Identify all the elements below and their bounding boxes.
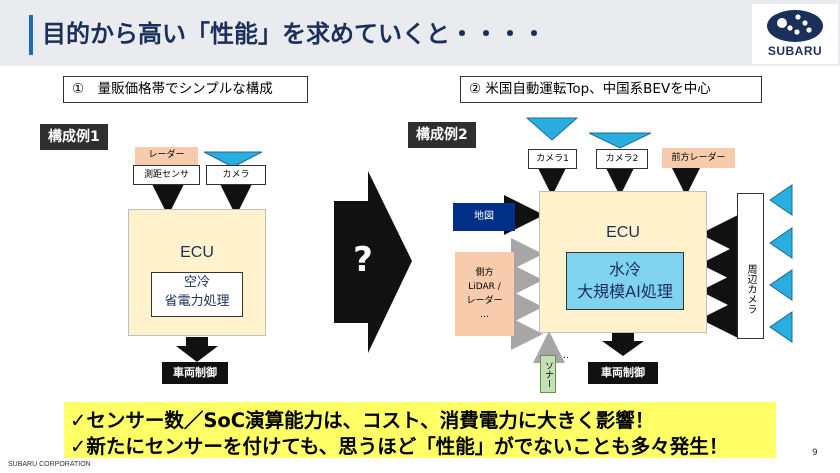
right-subtitle: ② 米国自動運転Top、中国系BEVを中心 [460, 76, 762, 103]
summary-line-2: ✓新たにセンサーを付けても、思うほど「性能」がでないことも多々発生！ [70, 435, 729, 458]
slide-header [0, 0, 840, 66]
camera2-box: カメラ2 [596, 149, 648, 169]
summary-line-1: ✓センサー数／SoC演算能力は、コスト、消費電力に大きく影響！ [70, 409, 655, 432]
peripheral-camera-box: 周辺カメラ [737, 193, 764, 339]
left-radar-label: レーダー [135, 147, 198, 165]
summary-banner [64, 402, 776, 458]
left-output-arrow [176, 337, 218, 362]
subaru-logo: SUBARU [752, 4, 838, 64]
right-vehicle-control: 車両制御 [588, 362, 658, 384]
camera1-box: カメラ1 [528, 149, 577, 169]
right-processing-box: 水冷 大規模AI処理 [566, 252, 684, 310]
transition-arrow [334, 171, 412, 353]
example-label-1: 構成例1 [40, 124, 108, 150]
right-ecu-box: ECU 水冷 大規模AI処理 [539, 191, 707, 333]
front-radar-box: 前方レーダー [662, 148, 735, 168]
right-output-arrow [602, 333, 644, 356]
question-mark: ? [353, 240, 373, 280]
peripheral-camera-icon-3 [769, 269, 793, 301]
right-ecu-label: ECU [606, 224, 640, 241]
peripheral-camera-icon-1 [769, 184, 793, 216]
page-number: 9 [812, 448, 818, 458]
example-label-2: 構成例2 [408, 122, 476, 148]
camera2-triangle-icon [588, 132, 652, 149]
side-sensors-box: 側方 LiDAR / レーダー … [455, 252, 514, 336]
footer-company: SUBARU CORPORATION [8, 461, 91, 468]
left-ecu-box: ECU 空冷 省電力処理 [128, 209, 266, 336]
ranging-sensor-box: 測距センサ [133, 165, 200, 185]
sonar-box: ソナー [540, 355, 556, 393]
peripheral-camera-icon-2 [769, 227, 793, 259]
title-accent-bar [29, 15, 33, 55]
left-camera-triangle-icon [203, 151, 263, 168]
sonar-dots: ‥ [563, 351, 570, 361]
left-ecu-label: ECU [180, 244, 214, 261]
slide-title: 目的から高い「性能」を求めていくと・・・・ [42, 20, 546, 48]
subaru-star-icon [767, 10, 823, 42]
camera1-triangle-icon [525, 117, 579, 141]
left-processing-box: 空冷 省電力処理 [151, 272, 243, 317]
map-box: 地図 [453, 203, 515, 231]
left-subtitle: ① 量販価格帯でシンプルな構成 [63, 76, 308, 103]
left-camera-box: カメラ [206, 165, 266, 185]
peripheral-camera-icon-4 [769, 311, 793, 343]
left-vehicle-control: 車両制御 [162, 362, 228, 384]
logo-wordmark: SUBARU [767, 44, 823, 58]
